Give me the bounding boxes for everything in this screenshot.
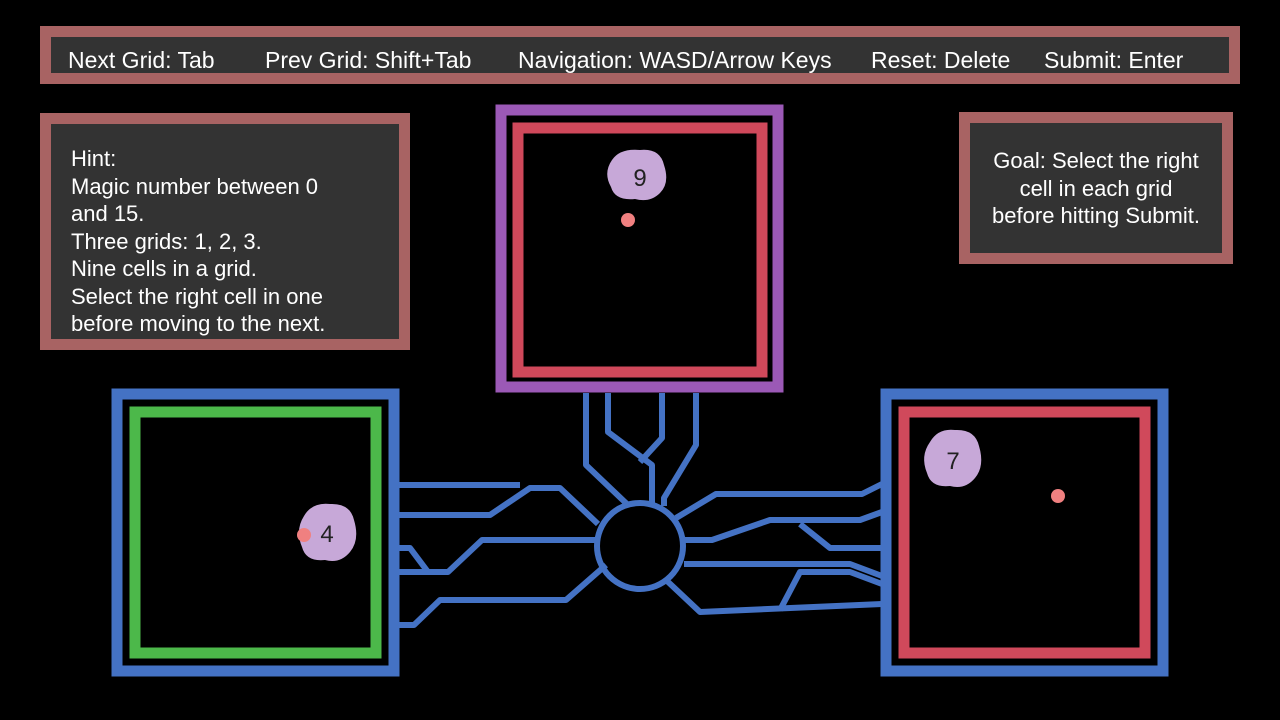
- cursor-dot: [1051, 489, 1065, 503]
- hint-line: Hint:: [71, 146, 117, 171]
- wire: [684, 561, 884, 579]
- wire: [684, 509, 884, 543]
- number-blob: [924, 429, 982, 487]
- cursor-dot: [297, 528, 311, 542]
- wire: [777, 569, 884, 612]
- hint-line: Nine cells in a grid.: [71, 256, 257, 281]
- hint-line: before moving to the next.: [71, 311, 326, 336]
- goal-line: before hitting Submit.: [992, 203, 1200, 228]
- wire: [798, 521, 882, 551]
- grid-left-outer-frame: [111, 388, 400, 677]
- grid-top[interactable]: 9: [495, 104, 784, 393]
- grid-left[interactable]: 4: [111, 388, 400, 677]
- control-navigation: Navigation: WASD/Arrow Keys: [518, 47, 832, 73]
- number-blob: [607, 149, 667, 201]
- goal-line: cell in each grid: [1019, 175, 1173, 201]
- goal-line: Goal: Select the right: [993, 148, 1199, 173]
- grid-right[interactable]: 7: [880, 388, 1169, 677]
- control-prev-grid: Prev Grid: Shift+Tab: [265, 47, 472, 73]
- cursor-dot: [621, 213, 635, 227]
- hub-circle: [594, 500, 686, 592]
- number-blob: [298, 503, 357, 561]
- wire: [661, 393, 699, 506]
- grid-top-number: 9: [633, 165, 646, 192]
- grid-right-outer-frame: [880, 388, 1169, 677]
- control-next-grid: Next Grid: Tab: [68, 47, 215, 73]
- wire: [663, 577, 883, 615]
- grid-top-outer-frame: [495, 104, 784, 393]
- hint-panel: Hint: Magic number between 0 and 15. Thr…: [40, 113, 410, 350]
- wire: [605, 393, 655, 505]
- hint-line: Magic number between 0: [71, 173, 319, 199]
- goal-text: Goal: Select the right cell in each grid…: [974, 147, 1218, 230]
- hint-line: and 15.: [71, 201, 145, 226]
- hint-line: Select the right cell in one: [71, 283, 323, 309]
- wire: [583, 393, 631, 508]
- controls-bar: Next Grid: Tab Prev Grid: Shift+Tab Navi…: [40, 26, 1240, 84]
- wire: [398, 562, 608, 628]
- circuit-wires: [398, 393, 884, 628]
- goal-panel: Goal: Select the right cell in each grid…: [959, 112, 1233, 264]
- grid-left-number: 4: [320, 521, 333, 548]
- wire: [637, 393, 665, 465]
- control-submit: Submit: Enter: [1044, 47, 1184, 73]
- wire: [398, 485, 601, 527]
- wire: [398, 537, 596, 575]
- hint-text: Hint: Magic number between 0 and 15. Thr…: [71, 145, 371, 338]
- control-reset: Reset: Delete: [871, 47, 1011, 73]
- grid-right-number: 7: [946, 448, 959, 475]
- hint-line: Three grids: 1, 2, 3.: [71, 228, 262, 254]
- wire: [674, 481, 884, 521]
